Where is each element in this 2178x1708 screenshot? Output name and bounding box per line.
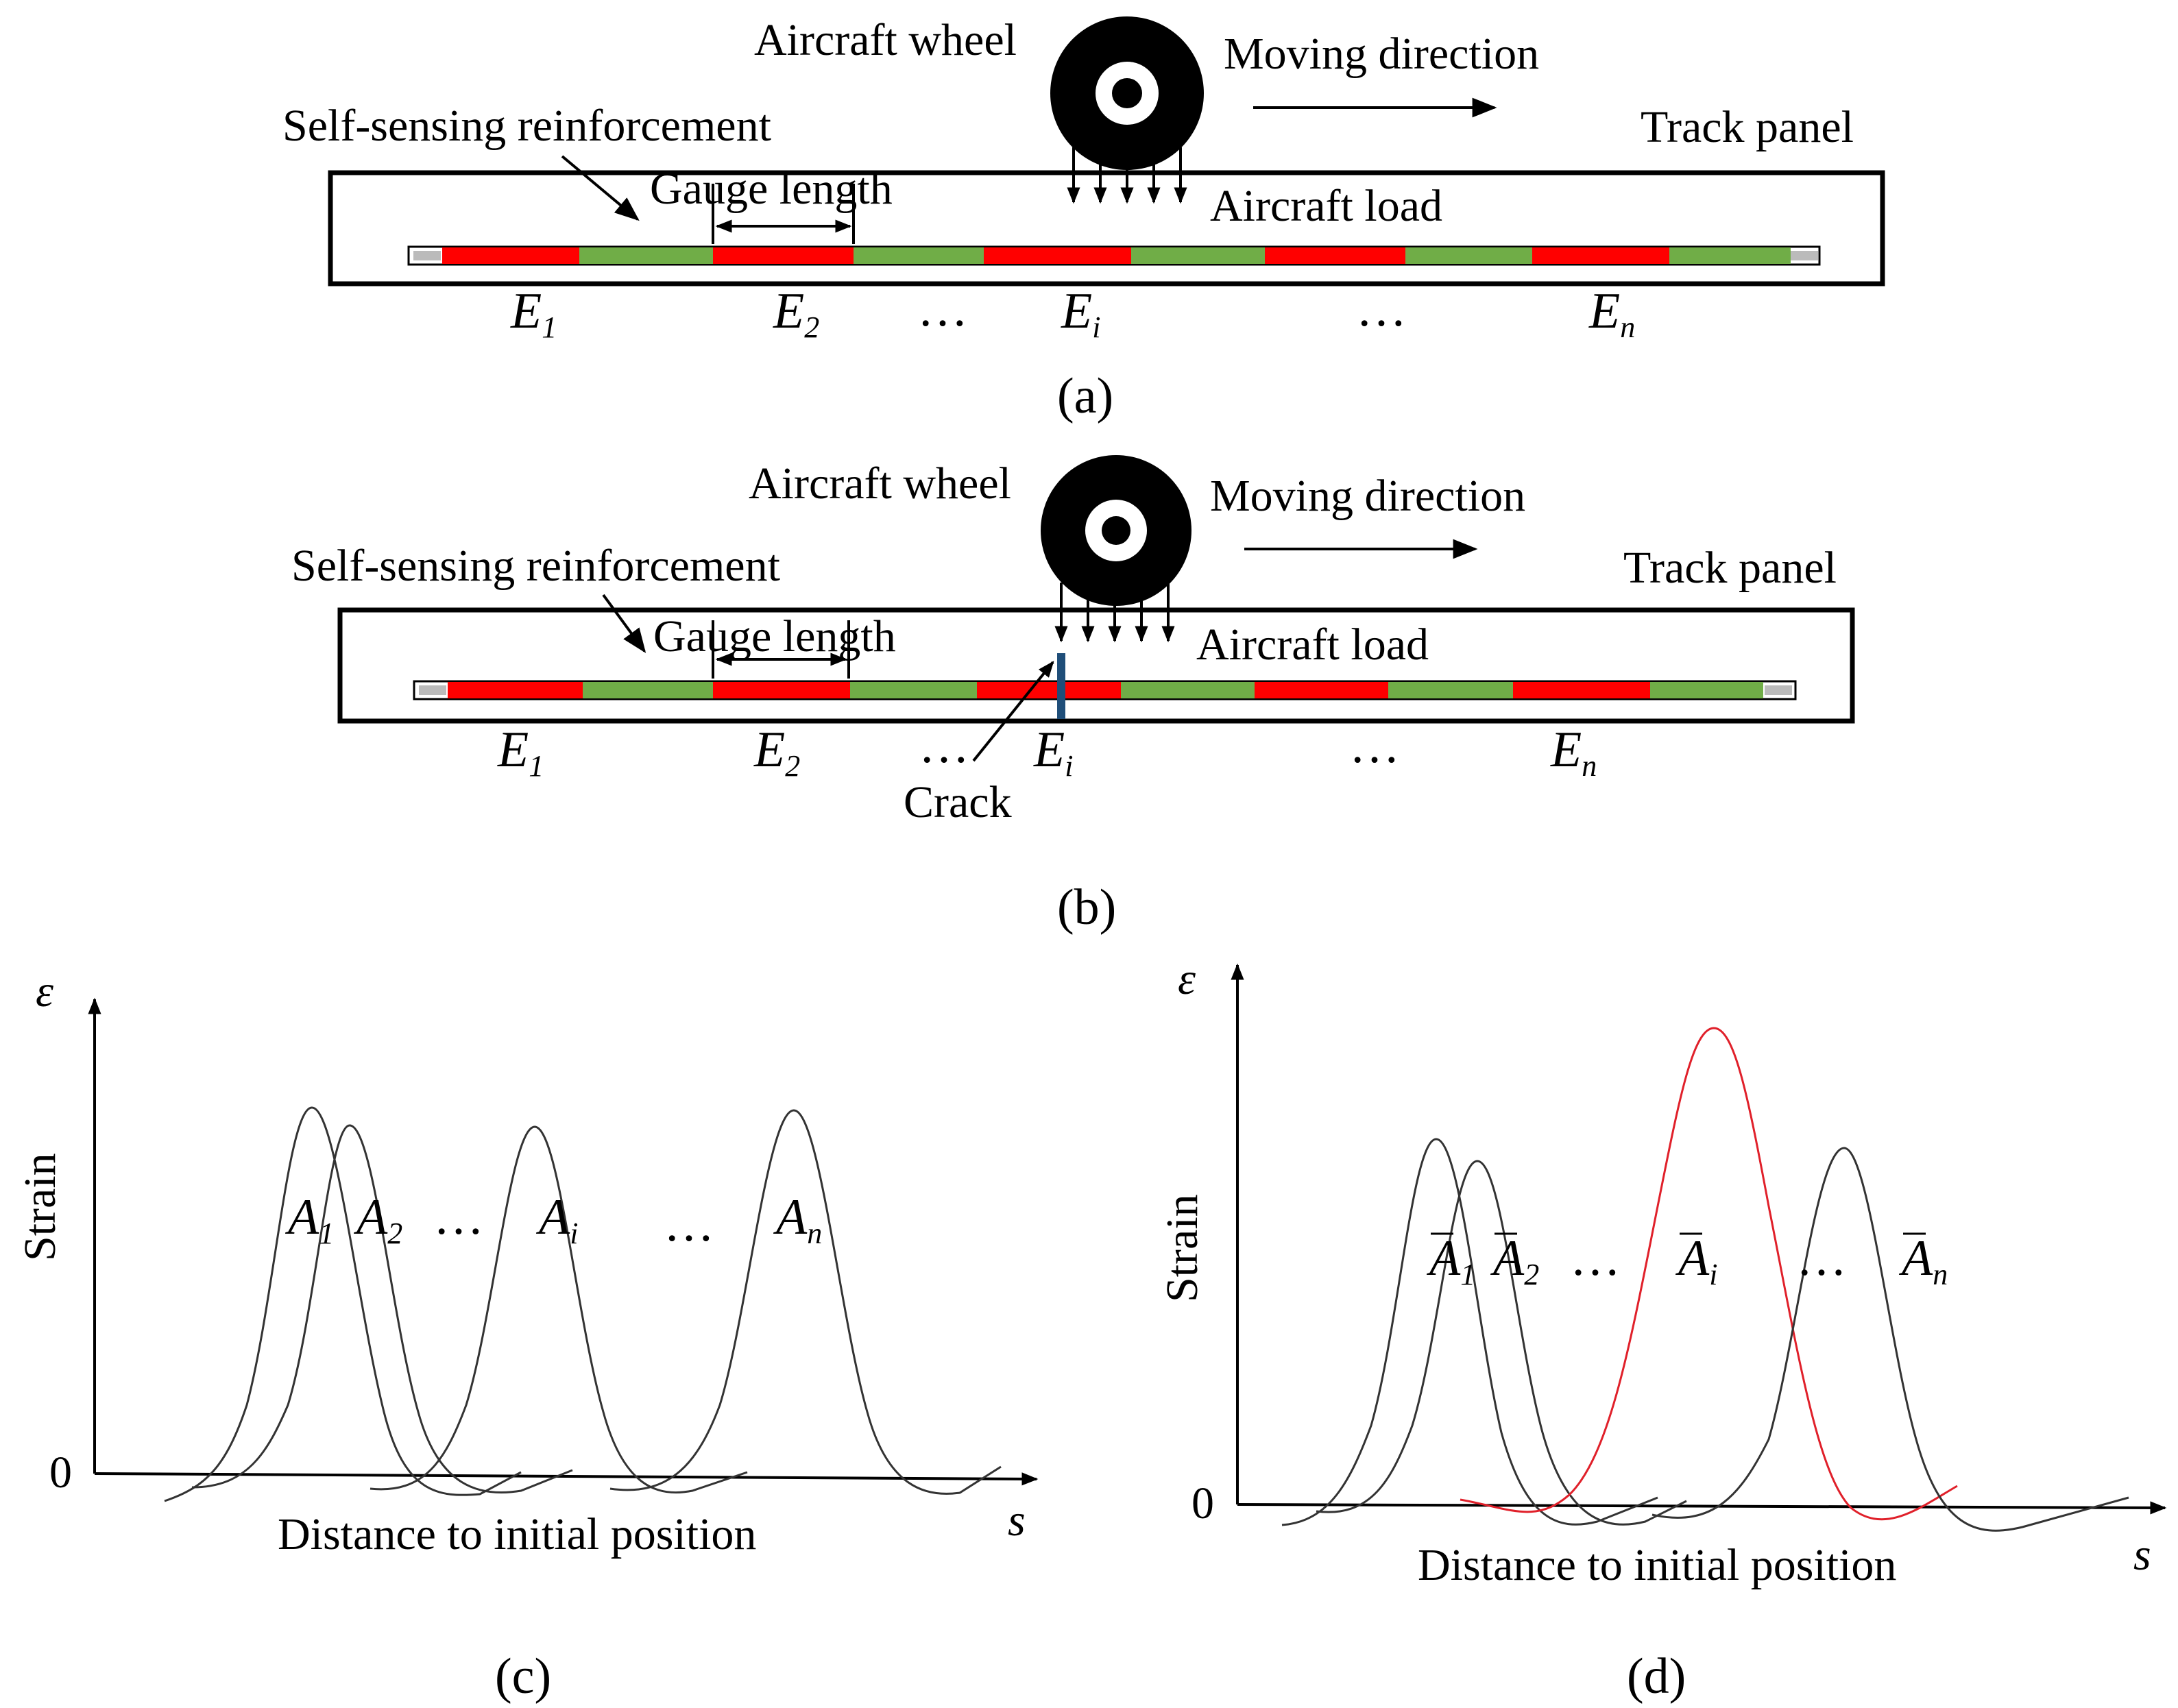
peak-label: An <box>773 1189 822 1250</box>
svg-text:A1: A1 <box>1426 1230 1475 1291</box>
peak-label: A2 <box>1490 1230 1539 1291</box>
reinforcement-bar <box>413 680 1797 700</box>
peak-label: A1 <box>1426 1230 1475 1291</box>
panel-c: ε Strain 0 s Distance to initial positio… <box>15 966 1039 1705</box>
panel-b: Aircraft wheel Moving direction Self-sen… <box>291 455 1855 936</box>
ellipsis: … <box>433 1189 484 1245</box>
reinforcement-label: Self-sensing reinforcement <box>282 101 771 151</box>
track-panel-label: Track panel <box>1623 543 1837 593</box>
x-axis <box>1237 1501 2167 1515</box>
strain-curves <box>164 1106 1002 1502</box>
element-labels: E1 E2 … Ei … En <box>510 281 1635 344</box>
wheel-label: Aircraft wheel <box>749 459 1011 509</box>
aircraft-wheel-icon <box>1041 455 1191 606</box>
direction-label: Moving direction <box>1210 471 1525 521</box>
load-label: Aircraft load <box>1210 181 1442 231</box>
gauge-length-label: Gauge length <box>650 164 893 214</box>
element-label: E1 <box>510 283 557 344</box>
peak-label: A1 <box>285 1189 334 1250</box>
element-label: E2 <box>773 283 819 344</box>
peak-labels: A1 A2 … Ai … An <box>285 1189 822 1252</box>
crack-marker <box>1057 653 1065 719</box>
strain-curve-n <box>1651 1147 2129 1532</box>
element-label: Ei <box>1061 283 1100 344</box>
x-symbol: s <box>2133 1530 2151 1580</box>
origin-label: 0 <box>1191 1478 1214 1528</box>
strain-curve-2 <box>191 1124 573 1494</box>
panel-d: ε Strain 0 s Distance to initial positio… <box>1157 954 2167 1705</box>
caption-d: (d) <box>1627 1648 1686 1705</box>
gauge-length-marker <box>712 620 850 679</box>
wheel-label: Aircraft wheel <box>754 15 1017 65</box>
y-axis-label: Strain <box>1157 1194 1207 1302</box>
panel-a: Aircraft wheel Moving direction Self-sen… <box>282 15 1885 424</box>
y-symbol: ε <box>1178 954 1196 1004</box>
peak-label: Ai <box>1675 1230 1717 1291</box>
element-label: E1 <box>497 722 544 783</box>
element-label: E2 <box>753 722 800 783</box>
ellipsis: … <box>917 281 968 337</box>
strain-curves <box>1281 1027 2129 1532</box>
strain-curve-i <box>370 1125 748 1494</box>
reinforcement-label: Self-sensing reinforcement <box>291 541 780 591</box>
crack-label: Crack <box>904 777 1012 827</box>
y-axis-label: Strain <box>15 1153 65 1261</box>
reinforcement-pointer <box>602 594 646 653</box>
gauge-length-marker <box>712 184 855 244</box>
y-symbol: ε <box>36 966 53 1016</box>
load-label: Aircraft load <box>1196 620 1429 670</box>
origin-label: 0 <box>49 1448 72 1498</box>
element-labels: E1 E2 … Ei … En <box>497 718 1597 783</box>
strain-curve-1 <box>164 1106 522 1502</box>
peak-label: An <box>1898 1230 1948 1291</box>
caption-b: (b) <box>1057 879 1116 936</box>
x-axis <box>94 1472 1039 1486</box>
track-panel <box>337 607 1855 724</box>
gauge-length-label: Gauge length <box>653 611 896 661</box>
load-arrows <box>1054 583 1175 643</box>
peak-label: Ai <box>535 1189 578 1250</box>
peak-labels: A1 A2 … Ai … An <box>1426 1230 1948 1291</box>
reinforcement-pointer <box>561 155 640 221</box>
strain-curve-2 <box>1316 1160 1687 1526</box>
reinforcement-bar <box>407 245 1821 266</box>
x-symbol: s <box>1008 1496 1026 1546</box>
direction-label: Moving direction <box>1224 29 1539 79</box>
element-label: Ei <box>1033 722 1073 783</box>
element-label: En <box>1588 283 1635 344</box>
ellipsis: … <box>1349 718 1400 774</box>
x-axis-label: Distance to initial position <box>1418 1540 1896 1590</box>
ellipsis: … <box>1570 1230 1621 1286</box>
svg-text:An: An <box>1898 1230 1948 1291</box>
svg-text:A2: A2 <box>1490 1230 1539 1291</box>
ellipsis: … <box>664 1196 714 1252</box>
element-label: En <box>1550 722 1597 783</box>
caption-c: (c) <box>495 1648 551 1705</box>
strain-curve-n <box>609 1109 1002 1495</box>
crack-pointer <box>972 661 1054 762</box>
track-panel <box>328 170 1885 286</box>
peak-label: A2 <box>353 1189 402 1250</box>
ellipsis: … <box>1796 1230 1847 1286</box>
track-panel-label: Track panel <box>1641 102 1854 152</box>
aircraft-wheel-icon <box>1050 16 1204 170</box>
load-arrows <box>1067 147 1187 204</box>
strain-curve-i <box>1460 1027 1958 1521</box>
caption-a: (a) <box>1057 368 1113 424</box>
ellipsis: … <box>1356 281 1407 337</box>
strain-curve-1 <box>1281 1138 1658 1526</box>
x-axis-label: Distance to initial position <box>278 1509 756 1559</box>
svg-text:Ai: Ai <box>1675 1230 1717 1291</box>
ellipsis: … <box>919 718 969 774</box>
